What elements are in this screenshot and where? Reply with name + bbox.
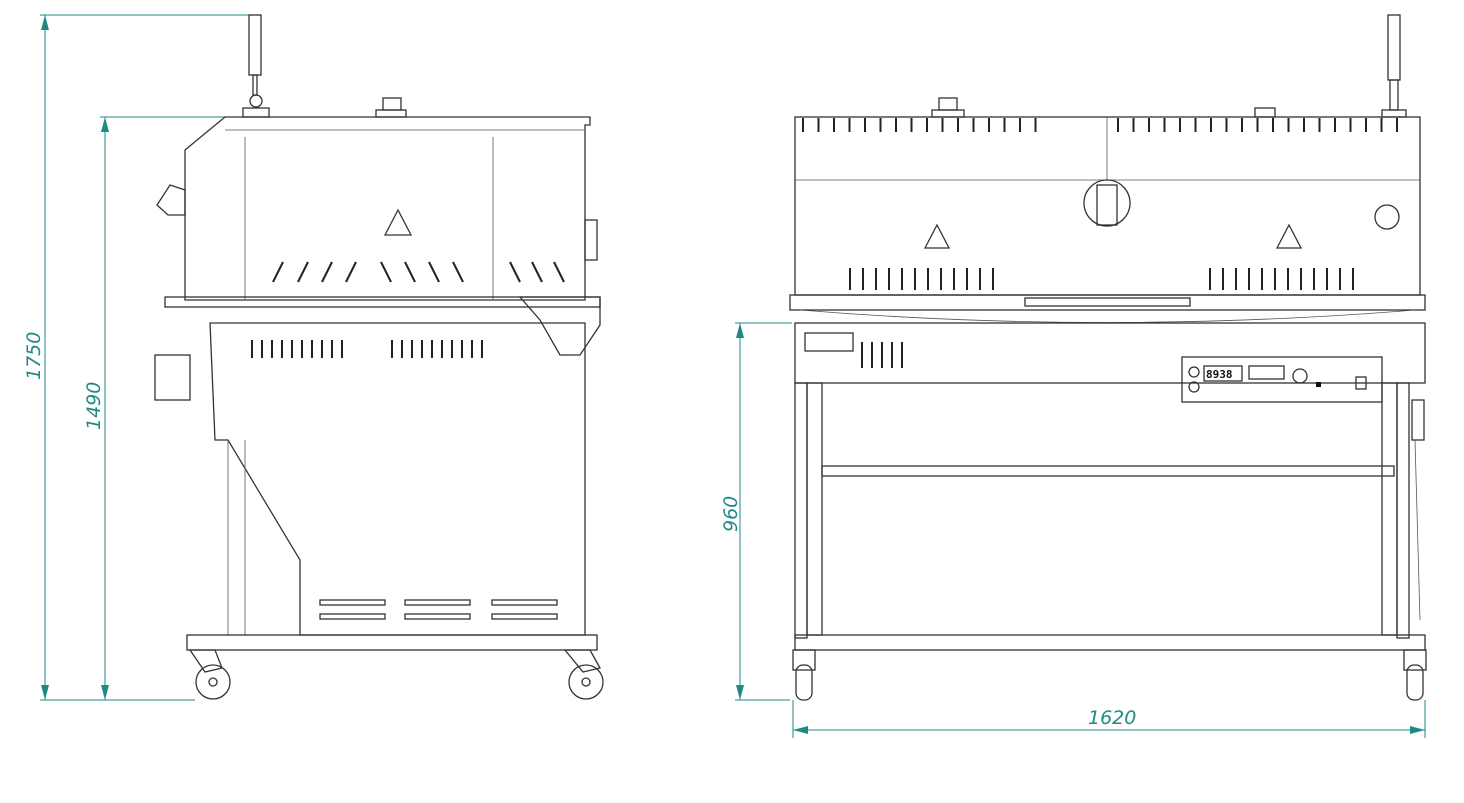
dimension-body-height: 1490 bbox=[83, 116, 225, 700]
control-knob[interactable] bbox=[1292, 368, 1308, 384]
dimension-table-height: 960 bbox=[720, 322, 792, 701]
body-height-label: 1490 bbox=[83, 382, 105, 430]
side-view bbox=[154, 14, 604, 700]
display-readout: 8938 bbox=[1206, 368, 1233, 381]
power-button[interactable] bbox=[1316, 382, 1321, 387]
dimension-total-height: 1750 bbox=[23, 14, 255, 701]
table-height-label: 960 bbox=[720, 496, 742, 532]
total-height-label: 1750 bbox=[23, 332, 45, 380]
front-view: 8938 bbox=[789, 14, 1427, 701]
dimension-width: 1620 bbox=[792, 700, 1426, 738]
width-label: 1620 bbox=[1088, 707, 1136, 729]
switch[interactable] bbox=[1355, 376, 1367, 390]
control-panel: 8938 bbox=[1181, 356, 1383, 403]
